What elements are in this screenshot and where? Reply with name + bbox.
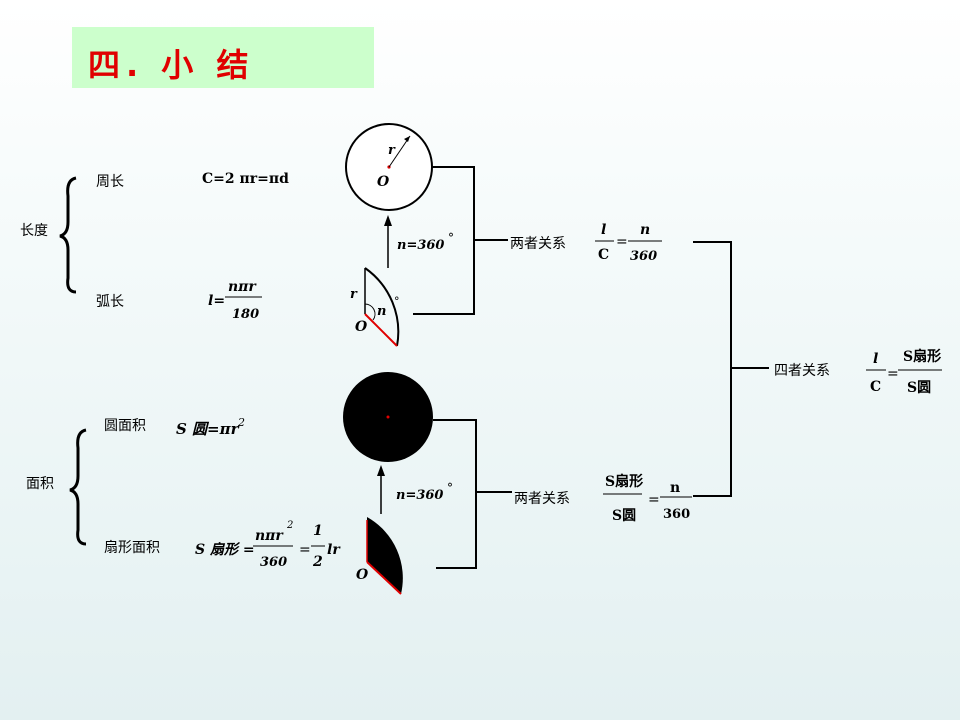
- arc-formula-den: 180: [232, 307, 259, 322]
- circle-area-label: 圆面积: [104, 418, 146, 434]
- area-rel-den-r: 360: [663, 507, 690, 522]
- length-rel-den-r: 360: [630, 249, 657, 264]
- sector-formula-tail: lr: [327, 542, 341, 558]
- area-rel-num-l: S扇形: [605, 473, 643, 490]
- sector-top-red-edge: [364, 313, 398, 347]
- connector-bottom: [433, 419, 477, 569]
- arc-formula-num: nπr: [228, 279, 257, 295]
- sector-bottom: [367, 517, 403, 594]
- sector-bottom-o: O: [356, 567, 369, 583]
- arrow-bottom-deg: °: [447, 481, 453, 495]
- area-label: 面积: [26, 476, 54, 492]
- arc-length-label: 弧长: [96, 294, 124, 310]
- four-rel-eq: =: [887, 366, 899, 382]
- sector-top-angle-mark: [364, 303, 376, 321]
- arrow-bottom-label: n=360: [396, 488, 443, 503]
- circle-top-radius-arrow: [404, 136, 410, 142]
- area-brace: [69, 428, 87, 546]
- four-rel-den-r: S圆: [907, 380, 931, 396]
- sector-top-deg: °: [394, 295, 400, 308]
- circle-top-radius: [388, 135, 411, 168]
- length-rel-den-l: C: [598, 247, 609, 263]
- four-rel-num-r: S扇形: [903, 348, 941, 365]
- four-relation-label: 四者关系: [774, 363, 830, 379]
- sector-formula-den: 360: [260, 555, 287, 570]
- length-brace: [59, 176, 77, 294]
- length-rel-eq: =: [616, 234, 628, 250]
- four-rel-den-l: C: [870, 379, 881, 395]
- arrow-top-deg: °: [448, 231, 454, 245]
- length-rel-num-r: n: [640, 222, 650, 238]
- area-rel-num-r: n: [670, 480, 680, 496]
- sector-formula-lhs: S 扇形 =: [195, 541, 255, 558]
- circle-bottom-center: [386, 415, 390, 419]
- area-rel-eq: =: [648, 492, 660, 508]
- sector-bottom-red-edge: [366, 561, 402, 595]
- circle-area-formula: S 圆=πr: [176, 420, 240, 438]
- circle-top-o: O: [377, 174, 390, 190]
- circle-area-exp: 2: [237, 416, 245, 429]
- sector-half-den: 2: [312, 554, 323, 570]
- sector-half-num: 1: [313, 523, 323, 539]
- sector-top-arc: [364, 267, 400, 347]
- length-label: 长度: [20, 223, 48, 239]
- arrow-bottom-head: [377, 465, 385, 476]
- sector-top-n: n: [377, 304, 386, 319]
- arc-formula-lhs: l=: [208, 293, 225, 309]
- connector-four: [693, 241, 732, 497]
- arrow-top-label: n=360: [397, 238, 444, 253]
- sector-formula-num: nπr: [255, 528, 284, 544]
- sector-top-o: O: [355, 319, 368, 335]
- page-title: 四. 小 结: [88, 46, 255, 84]
- four-rel-num-l: l: [873, 351, 878, 367]
- two-relation-label-bottom: 两者关系: [514, 491, 570, 507]
- area-rel-den-l: S圆: [612, 508, 636, 524]
- circumference-formula: C=2 πr=πd: [202, 171, 289, 187]
- sector-area-label: 扇形面积: [104, 540, 160, 556]
- title-box: [72, 27, 374, 88]
- sector-top-r: r: [350, 287, 358, 302]
- sector-formula-num-exp: 2: [286, 520, 293, 531]
- two-relation-label-top: 两者关系: [510, 236, 566, 252]
- length-rel-num-l: l: [601, 222, 606, 238]
- arrow-top-head: [384, 215, 392, 226]
- circumference-label: 周长: [96, 174, 124, 190]
- circle-top-r: r: [388, 143, 396, 158]
- sector-formula-eq: =: [299, 542, 311, 558]
